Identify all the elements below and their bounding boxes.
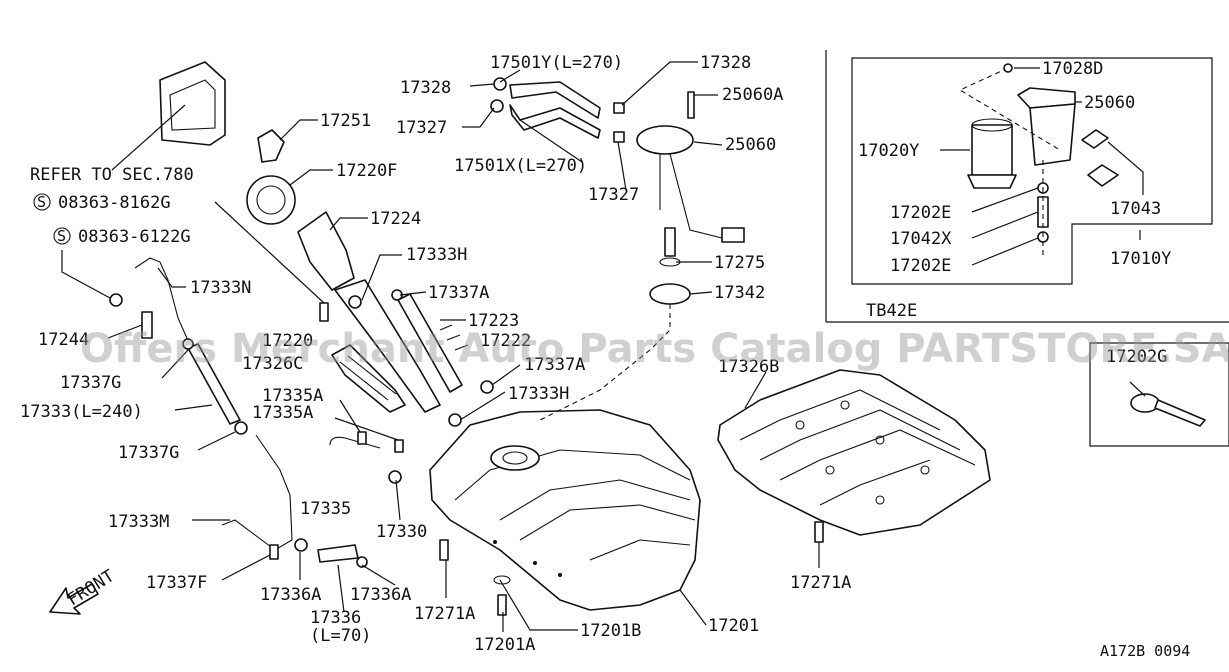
label-17336-length: (L=70) <box>310 626 371 646</box>
label-17202E-1: 17202E <box>890 203 951 223</box>
label-17043: 17043 <box>1110 199 1161 219</box>
diagram-code: A172B 0094 <box>1100 642 1190 660</box>
label-17326B: 17326B <box>718 357 779 377</box>
label-17326C: 17326C <box>242 354 303 374</box>
label-17042X: 17042X <box>890 229 952 249</box>
label-17327-right: 17327 <box>588 185 639 205</box>
label-17333M: 17333M <box>108 512 169 532</box>
label-17271A-left: 17271A <box>414 604 475 624</box>
skid-plate <box>717 369 991 536</box>
label-17201B: 17201B <box>580 621 641 641</box>
label-17223: 17223 <box>468 311 519 331</box>
label-17333H-top: 17333H <box>406 245 467 265</box>
label-17501Y: 17501Y(L=270) <box>490 53 623 73</box>
label-17333-L240: 17333(L=240) <box>20 402 143 422</box>
fuel-pump-inset-box <box>851 57 1213 285</box>
label-17336: 17336 <box>310 608 361 628</box>
gasket-part <box>159 61 226 146</box>
label-bolt-8162G: 08363-8162G <box>58 193 171 213</box>
s-bolt-icon <box>33 193 51 211</box>
label-bolt-6122G: 08363-6122G <box>78 227 191 247</box>
label-25060-inset: 25060 <box>1084 93 1135 113</box>
s-mark: S <box>37 193 46 211</box>
label-25060A: 25060A <box>722 85 783 105</box>
front-arrow-icon <box>49 583 99 615</box>
label-17010Y: 17010Y <box>1110 249 1171 269</box>
fuel-pump-parts <box>958 63 1119 255</box>
fuel-tank <box>429 409 701 611</box>
watermark-text: Offers Merchant Auto Parts Catalog PARTS… <box>80 326 1229 372</box>
clamp-inset-box <box>1089 342 1229 447</box>
label-17224: 17224 <box>370 209 421 229</box>
label-17202E-2: 17202E <box>890 256 951 276</box>
label-17327-left: 17327 <box>396 118 447 138</box>
label-17028D: 17028D <box>1042 59 1103 79</box>
label-17337A-top: 17337A <box>428 283 489 303</box>
label-17337G-bot: 17337G <box>118 443 179 463</box>
label-refer-sec: REFER TO SEC.780 <box>30 165 194 185</box>
label-17271A-right: 17271A <box>790 573 851 593</box>
label-17501X: 17501X(L=270) <box>454 156 587 176</box>
label-17222: 17222 <box>480 331 531 351</box>
label-17333H-mid: 17333H <box>508 384 569 404</box>
label-17336A-1: 17336A <box>260 585 321 605</box>
label-17330: 17330 <box>376 522 427 542</box>
label-17335A-1: 17335A <box>262 386 323 406</box>
filler-neck-assembly <box>246 129 469 413</box>
label-25060-main: 25060 <box>725 135 776 155</box>
label-17020Y: 17020Y <box>858 141 919 161</box>
label-17251: 17251 <box>320 111 371 131</box>
leader-lines <box>61 61 1146 632</box>
front-label: FRONT <box>64 566 118 610</box>
label-17202G: 17202G <box>1106 347 1167 367</box>
label-17333N: 17333N <box>190 278 251 298</box>
label-17335: 17335 <box>300 499 351 519</box>
fuel-sender-assembly <box>490 77 745 421</box>
label-17342: 17342 <box>714 283 765 303</box>
label-17220: 17220 <box>262 331 313 351</box>
label-17336A-2: 17336A <box>350 585 411 605</box>
s-bolt-icon <box>53 227 71 245</box>
s-mark: S <box>57 227 66 245</box>
label-17337G-top: 17337G <box>60 373 121 393</box>
label-17337F: 17337F <box>146 573 207 593</box>
label-17244: 17244 <box>38 330 89 350</box>
clamp-part <box>1130 393 1206 427</box>
label-17337A-mid: 17337A <box>524 355 585 375</box>
label-17328-left: 17328 <box>400 78 451 98</box>
part-labels: 17501Y(L=270) 17328 17328 17327 25060A 2… <box>20 53 1190 660</box>
label-17201A: 17201A <box>474 635 535 655</box>
label-17220F: 17220F <box>336 161 397 181</box>
label-17201: 17201 <box>708 616 759 636</box>
label-17328-right: 17328 <box>700 53 751 73</box>
inset-title: TB42E <box>866 301 917 321</box>
label-17335A-2: 17335A <box>252 403 313 423</box>
label-17275: 17275 <box>714 253 765 273</box>
